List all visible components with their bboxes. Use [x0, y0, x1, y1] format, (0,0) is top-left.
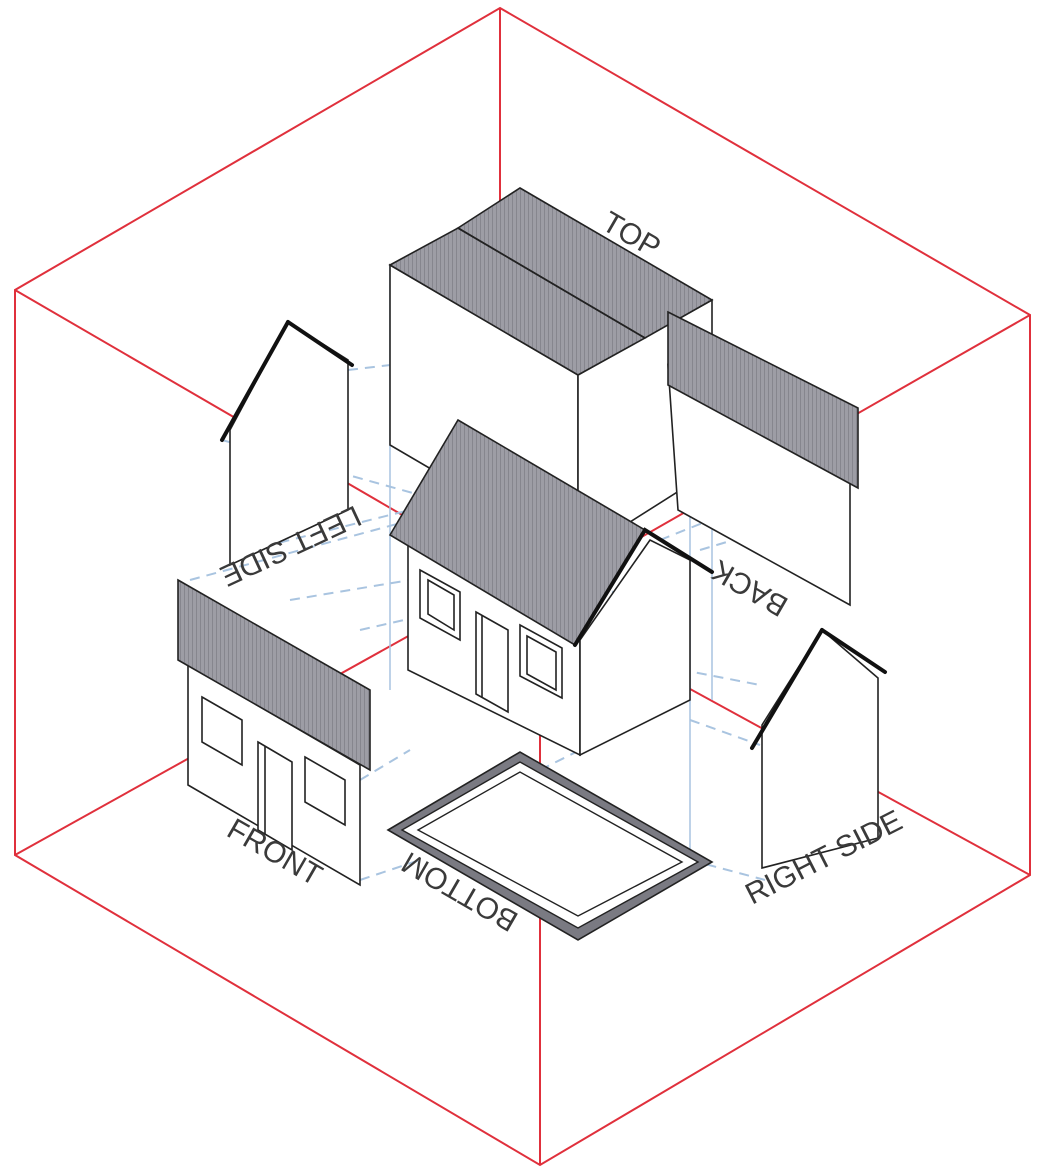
- bottom-view: [386, 751, 714, 941]
- house-isometric: [388, 418, 714, 757]
- back-view: [667, 310, 859, 607]
- right-side-view: [750, 628, 887, 870]
- left-side-view: [220, 320, 354, 567]
- front-view: [177, 578, 371, 887]
